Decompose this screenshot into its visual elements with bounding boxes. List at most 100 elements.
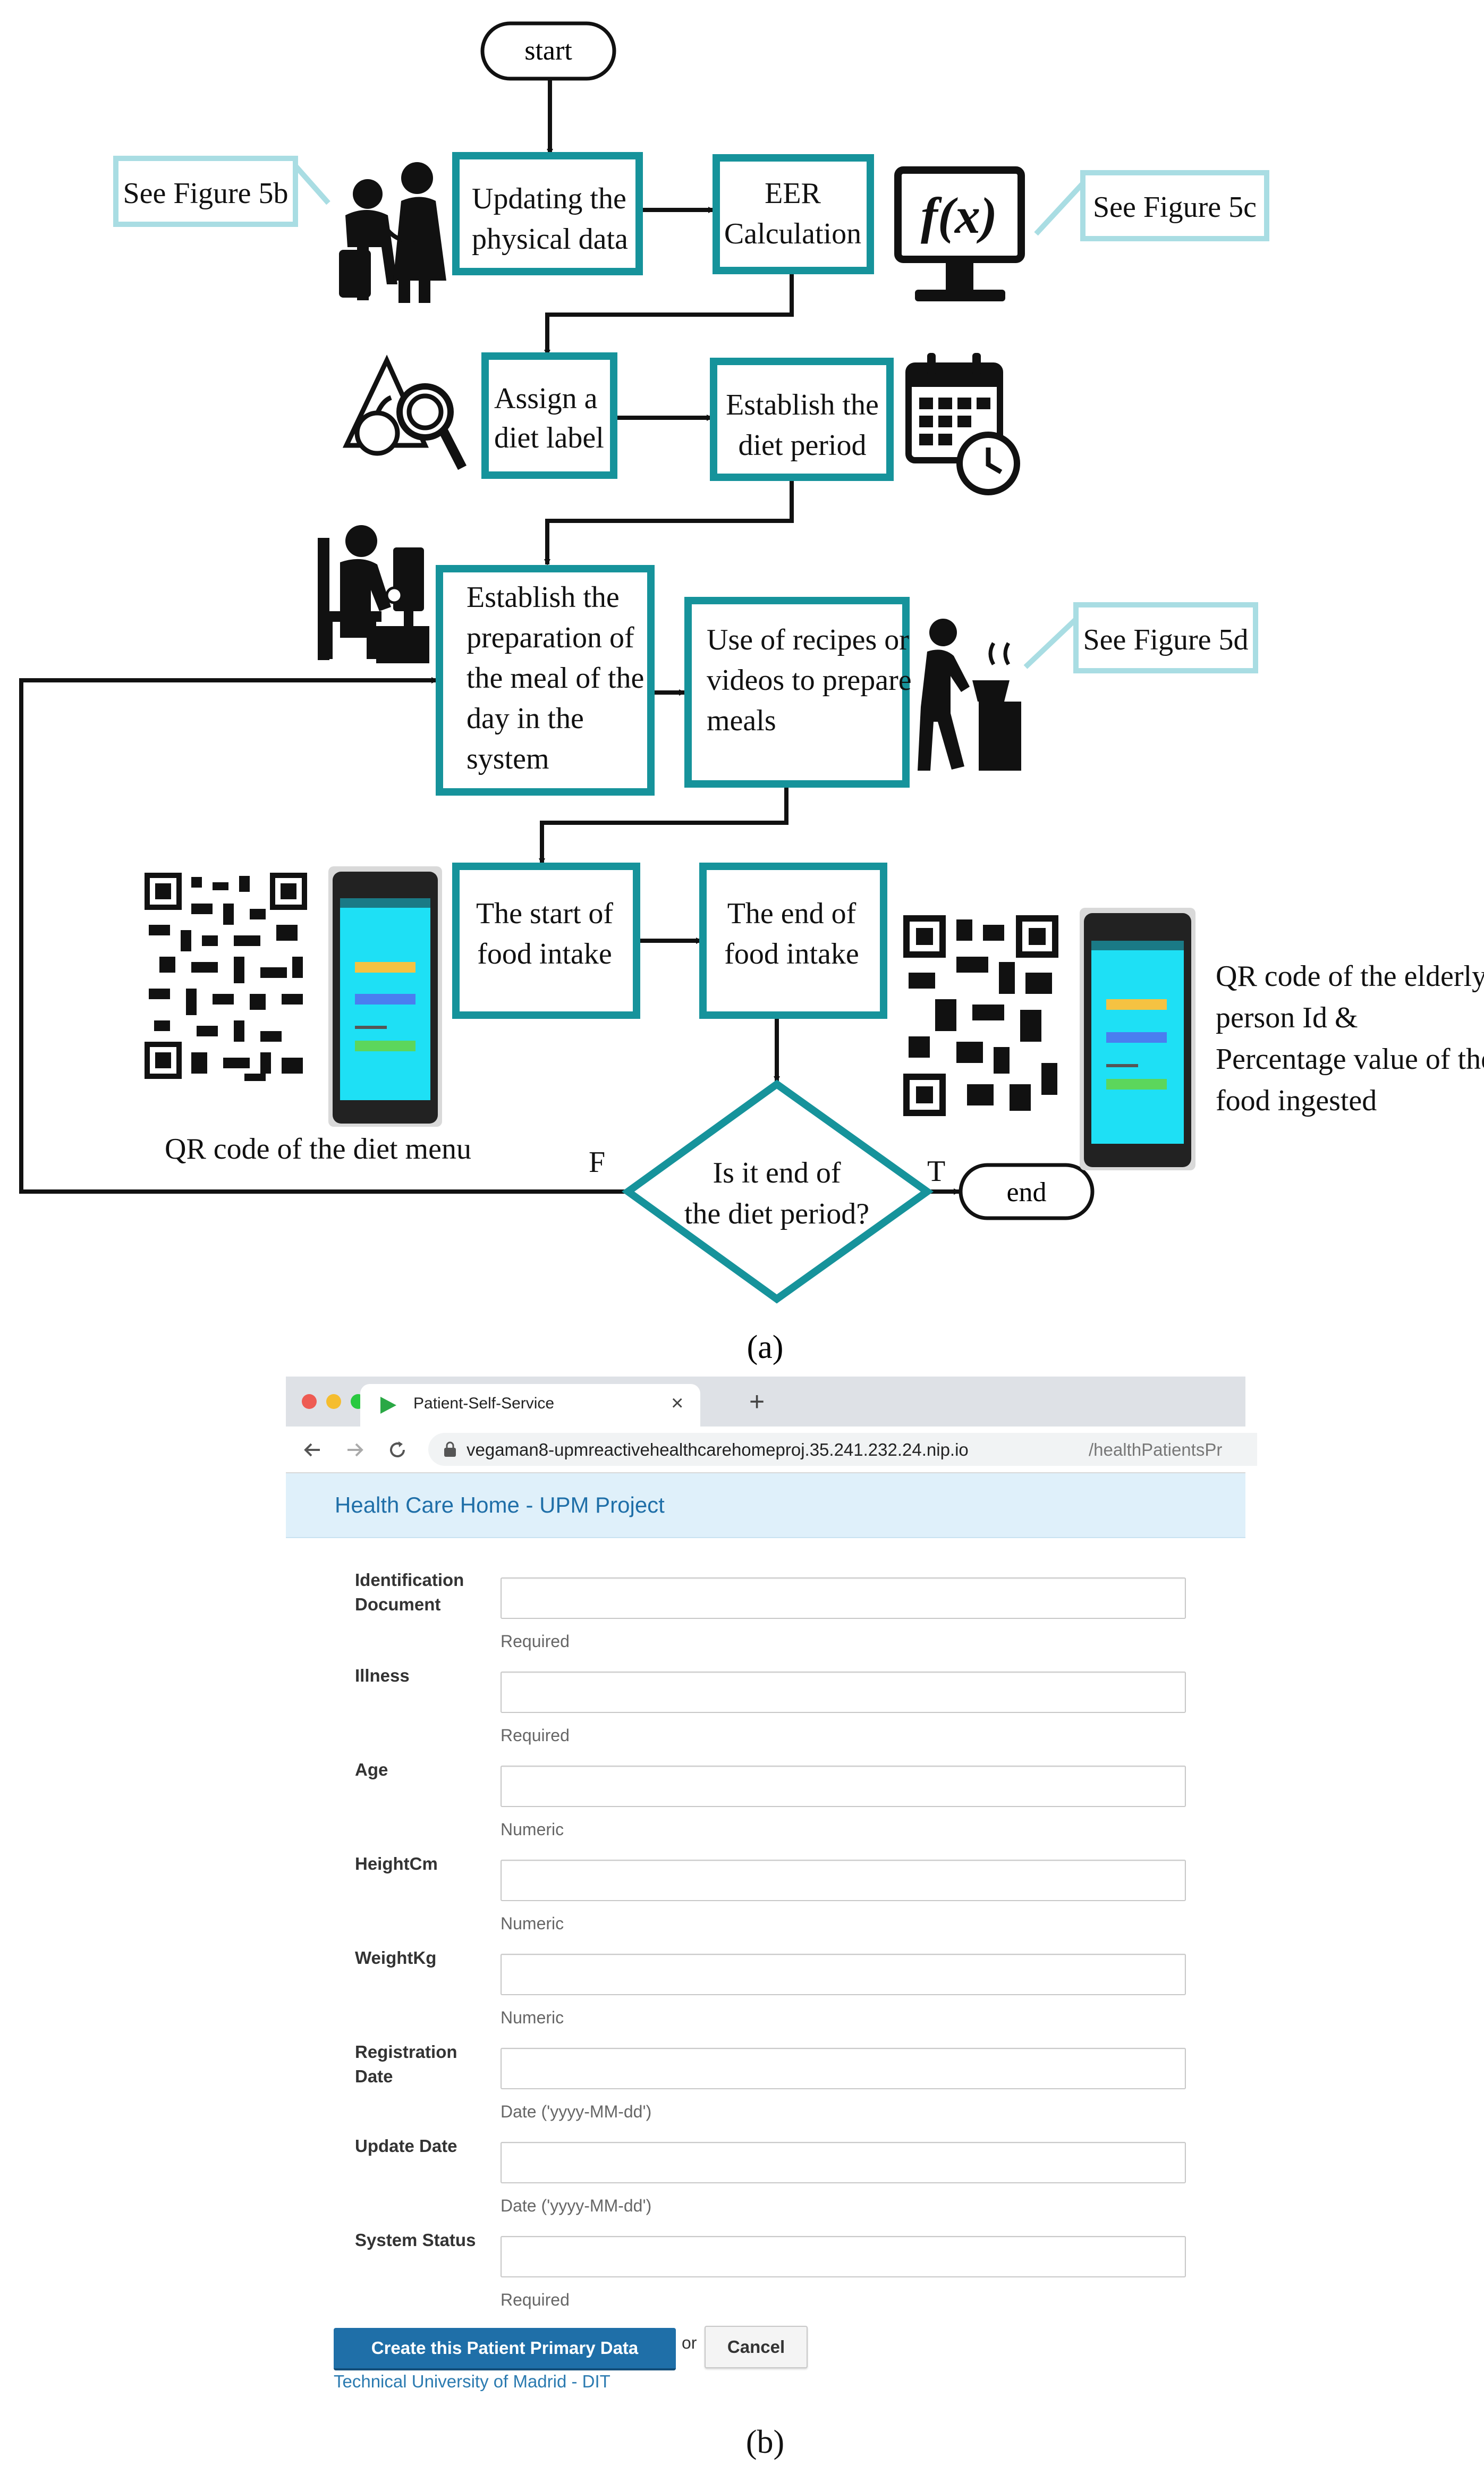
ref-5b-pointer: [293, 164, 330, 205]
field-label-update-date: Update Date: [355, 2136, 457, 2156]
phone-app-icon: [1080, 908, 1195, 1170]
assign-line-1: Assign a: [494, 382, 598, 415]
end-label: end: [1006, 1177, 1046, 1208]
cancel-button[interactable]: Cancel: [705, 2326, 808, 2368]
box-use-of-recipes: [684, 597, 910, 788]
system-status-input[interactable]: [501, 2236, 1186, 2277]
weight-kg-input[interactable]: [501, 1954, 1186, 1995]
period-line-2: diet period: [738, 429, 866, 462]
preparation-line-2: preparation of: [467, 621, 634, 654]
ref-5d-text: See Figure 5d: [1083, 623, 1248, 656]
recipes-line-1: Use of recipes or: [707, 623, 909, 656]
ref-figure-5d: [1073, 602, 1258, 673]
field-label-system-status: System Status: [355, 2230, 476, 2250]
field-label-illness: Illness: [355, 1666, 410, 1685]
ref-5c-text: See Figure 5c: [1093, 191, 1257, 224]
end-terminal: [959, 1163, 1095, 1220]
svg-text:f(x): f(x): [921, 187, 997, 244]
ref-5c-pointer: [1034, 181, 1085, 236]
system-status-help: Required: [501, 2290, 570, 2309]
age-input[interactable]: [501, 1766, 1186, 1807]
ref-figure-5c: [1080, 170, 1269, 241]
ref-5d-pointer: [1023, 617, 1078, 669]
height-cm-input[interactable]: [501, 1860, 1186, 1901]
browser-tab-bar: Patient-Self-Service × +: [286, 1377, 1245, 1427]
branch-false-label: F: [589, 1146, 605, 1179]
box-eer-calculation: [713, 154, 874, 274]
person-at-computer-icon: [318, 525, 429, 663]
forward-arrow-icon[interactable]: [344, 1439, 366, 1461]
arrow-recipes-to-start-intake: [539, 781, 788, 865]
play-icon: [380, 1397, 396, 1414]
browser-tab[interactable]: Patient-Self-Service ×: [360, 1384, 700, 1427]
end-intake-line-2: food intake: [724, 938, 859, 970]
end-intake-line-1: The end of: [727, 897, 857, 930]
footer-link[interactable]: Technical University of Madrid - DIT: [334, 2371, 610, 2391]
eer-line-2: Calculation: [724, 217, 861, 250]
assign-line-2: diet label: [494, 421, 604, 454]
start-intake-line-2: food intake: [477, 938, 612, 970]
arrow-period-to-preparation: [544, 478, 794, 566]
period-line-1: Establish the: [726, 389, 879, 421]
field-label-height-cm: HeightCm: [355, 1854, 438, 1873]
box-start-food-intake: [452, 863, 640, 1019]
back-arrow-icon[interactable]: [302, 1439, 323, 1461]
ref-5b-text: See Figure 5b: [123, 177, 288, 210]
update-date-input[interactable]: [501, 2142, 1186, 2183]
calendar-clock-icon: [905, 353, 1020, 495]
preparation-line-5: system: [467, 742, 549, 775]
app-header: Health Care Home - UPM Project: [286, 1473, 1245, 1538]
decision-diamond: [622, 1079, 934, 1304]
arrow-false-loop: [19, 677, 628, 1194]
identification-document-input[interactable]: [501, 1577, 1186, 1619]
updating-line-1: Updating the: [472, 182, 626, 215]
flowchart-diagram: start end Updating the physical data EER…: [19, 21, 1484, 1365]
qr-person-caption-3: Percentage value of the: [1216, 1043, 1484, 1076]
box-establish-diet-period: [710, 358, 894, 481]
tab-close-icon[interactable]: ×: [671, 1391, 684, 1415]
qr-person-caption-2: person Id &: [1216, 1001, 1358, 1034]
person-cooking-icon: [918, 619, 1021, 771]
preparation-line-3: the meal of the: [467, 662, 644, 695]
ref-figure-5b: [113, 156, 298, 227]
illness-input[interactable]: [501, 1672, 1186, 1713]
new-tab-icon[interactable]: +: [749, 1387, 765, 1416]
or-text: or: [682, 2333, 697, 2352]
recipes-line-3: meals: [707, 704, 776, 737]
identification-document-help: Required: [501, 1632, 570, 1651]
start-label: start: [524, 36, 572, 66]
registration-date-input[interactable]: [501, 2048, 1186, 2089]
url-path: /healthPatientsPr: [1089, 1440, 1223, 1459]
illness-help: Required: [501, 1726, 570, 1745]
weight-kg-help: Numeric: [501, 2008, 564, 2027]
preparation-line-1: Establish the: [467, 581, 620, 614]
qr-code-icon: [142, 871, 309, 1082]
box-assign-diet-label: [481, 352, 617, 479]
registration-date-help: Date ('yyyy-MM-dd'): [501, 2102, 652, 2121]
function-monitor-icon: f(x): [894, 166, 1025, 301]
eer-line-1: EER: [765, 177, 821, 210]
box-end-food-intake: [699, 863, 887, 1019]
field-label-weight-kg: WeightKg: [355, 1948, 437, 1968]
browser-window: Patient-Self-Service × + vegaman8-upmrea…: [286, 1377, 1257, 2413]
app-header-title[interactable]: Health Care Home - UPM Project: [335, 1492, 665, 1517]
height-cm-help: Numeric: [501, 1914, 564, 1933]
field-label-registration-date: Registration Date: [355, 2042, 457, 2086]
address-bar-row: vegaman8-upmreactivehealthcarehomeproj.3…: [286, 1427, 1257, 1473]
qr-person-caption-4: food ingested: [1216, 1084, 1377, 1117]
reload-icon[interactable]: [387, 1439, 408, 1461]
close-window-dot[interactable]: [302, 1394, 317, 1409]
connectors: [19, 74, 960, 1195]
qr-code-icon: [901, 913, 1062, 1119]
apple-magnifier-icon: [342, 355, 467, 470]
update-date-help: Date ('yyyy-MM-dd'): [501, 2196, 652, 2215]
create-patient-button[interactable]: Create this Patient Primary Data: [334, 2328, 676, 2370]
panel-b-label: (b): [745, 2424, 785, 2460]
branch-true-label: T: [927, 1155, 945, 1188]
qr-person-caption-1: QR code of the elderly: [1216, 960, 1484, 993]
lock-icon: [444, 1441, 456, 1457]
minimize-window-dot[interactable]: [326, 1394, 341, 1409]
box-establish-preparation: [436, 565, 655, 796]
url-field[interactable]: vegaman8-upmreactivehealthcarehomeproj.3…: [428, 1433, 1257, 1466]
start-terminal: [480, 21, 616, 81]
